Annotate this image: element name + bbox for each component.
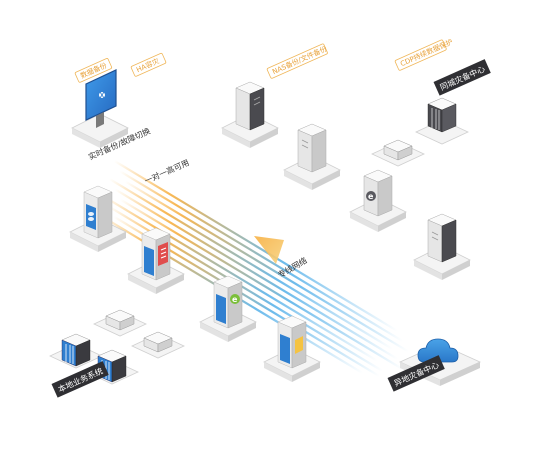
cloud-icon xyxy=(417,338,459,363)
server-gray-ie: e xyxy=(349,169,407,232)
callout-ha: HA容灾 xyxy=(130,52,167,77)
server-green: e xyxy=(199,275,257,342)
local-business-label: 本地业务系统 xyxy=(51,361,109,398)
stream-arrow-icon xyxy=(254,236,284,264)
ie-icon: e xyxy=(232,295,238,304)
callout-nas-text: NAS备份/文件备份 xyxy=(271,44,328,76)
same-city-dr-label: 同城灾备中心 xyxy=(433,59,491,96)
one-to-one-ha-label: 一对一高可用 xyxy=(143,157,191,186)
server-dark-right xyxy=(413,213,471,280)
server-gray-mid xyxy=(283,123,341,190)
backup-console xyxy=(71,69,129,148)
server-blue xyxy=(69,185,127,252)
callout-cdp-text: CDP持续数据保护 xyxy=(399,37,454,68)
ie-gray-icon: e xyxy=(368,192,374,201)
local-business-cluster xyxy=(49,309,185,385)
callout-cdp: CDP持续数据保护 xyxy=(394,37,454,71)
same-city-dr-cluster xyxy=(371,97,469,167)
server-yellow xyxy=(263,315,321,382)
server-nas xyxy=(221,81,279,148)
callout-nas: NAS备份/文件备份 xyxy=(266,43,328,79)
server-red xyxy=(127,227,185,294)
